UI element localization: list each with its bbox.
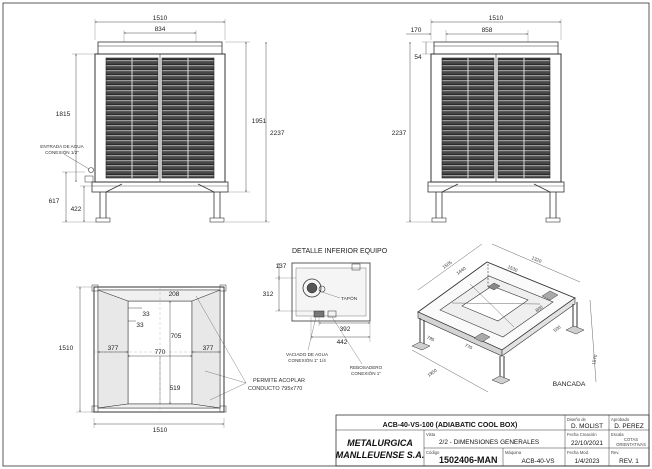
top-770-dim: 770	[155, 349, 166, 356]
overflow-note-line2: CONEXIÓN 1"	[351, 370, 381, 376]
escala-label: Escala	[611, 432, 624, 437]
diseno-label: Diseño de	[567, 417, 587, 422]
front-base-height-dim: 422	[71, 206, 82, 213]
aprobado-value: D. PEREZ	[614, 423, 644, 430]
front-total-height-dim: 2237	[270, 130, 285, 137]
side-view: 1510 170 858 54 2237	[392, 15, 565, 223]
iso-dim-7: 795	[426, 335, 435, 343]
top-view: 208 33 33 705 377 770 377 1510 519 1510 …	[59, 284, 305, 434]
overflow-note-line1: REBOSADERO	[350, 365, 383, 370]
water-inlet-note-line1: ENTRADA DE AGUA	[40, 144, 84, 149]
iso-dim-4: 800	[535, 304, 544, 313]
fecha-creacion-value: 22/10/2021	[571, 440, 603, 447]
iso-dim-9: 1570	[591, 354, 598, 365]
isometric-base-view: 1505 1320 1530 1440 800 500 770 795 1950…	[411, 243, 598, 393]
front-view: ENTRADA DE AGUA CONEXIÓN 1/2" 1510 834 1…	[40, 15, 285, 223]
aprobado-label: Aprobado	[611, 417, 630, 422]
side-total-height-dim: 2237	[392, 130, 407, 137]
top-width-dim: 1510	[153, 427, 168, 434]
fecha-creacion-label: Fecha Creación	[567, 432, 597, 437]
rev-label: Rev.	[611, 450, 619, 455]
top-left-377-dim: 377	[108, 345, 119, 352]
side-top-height-dim: 54	[414, 54, 422, 61]
iso-dim-5: 500	[553, 324, 562, 333]
iso-dim-2: 1530	[507, 264, 519, 273]
detail-392-dim: 392	[340, 326, 351, 333]
escala-value-line1: COTAS	[624, 437, 638, 442]
diseno-value: D. MOLIST	[571, 423, 603, 430]
duct-note-line1: PERMITE ACOPLAR	[253, 378, 305, 384]
company-line2: MANLLEUENSE S.A.	[336, 450, 425, 460]
top-right-377-dim: 377	[203, 345, 214, 352]
detail-view: DETALLE INFERIOR EQUIPO TAPÓN 137 312 39…	[263, 248, 388, 376]
top-depth-dim: 1510	[59, 345, 74, 352]
maquina-label: Máquina	[505, 450, 522, 455]
front-body-height-dim: 1951	[252, 118, 267, 125]
fecha-mod-value: 1/4/2023	[575, 458, 600, 465]
iso-dim-1: 1320	[531, 255, 543, 264]
rev-value: REV. 1	[619, 458, 639, 465]
top-33a-dim: 33	[142, 311, 150, 318]
company-line1: METALURGICA	[347, 438, 413, 448]
detail-312-dim: 312	[263, 291, 274, 298]
top-208-dim: 208	[169, 291, 180, 298]
duct-note-line2: CONDUCTO 795x770	[248, 386, 302, 392]
iso-dim-8: 1950	[427, 368, 439, 378]
codigo-label: Código	[426, 450, 440, 455]
side-width-dim: 1510	[489, 15, 504, 22]
drain-note-line1: VACIADO DE AGUA	[286, 352, 329, 357]
title-block: ACB-40-VS-100 (ADIABATIC COOL BOX) Diseñ…	[335, 414, 650, 467]
detail-title: DETALLE INFERIOR EQUIPO	[292, 248, 388, 255]
fecha-mod-label: Fecha Mod.	[567, 450, 589, 455]
iso-dim-3: 1440	[456, 266, 468, 276]
iso-caption: BANCADA	[553, 381, 586, 388]
water-inlet-note-line2: CONEXIÓN 1/2"	[45, 149, 79, 155]
front-panel-height-dim: 1815	[56, 111, 71, 118]
detail-442-dim: 442	[337, 339, 348, 346]
tapon-label: TAPÓN	[341, 295, 358, 302]
iso-dim-6: 770	[464, 343, 473, 351]
front-width-dim: 1510	[153, 15, 168, 22]
iso-dim-0: 1505	[442, 260, 454, 270]
top-519-dim: 519	[170, 385, 181, 392]
vista-value: 2/2 - DIMENSIONES GENERALES	[439, 439, 539, 446]
drain-note-line2: CONEXIÓN 1" 1/4	[288, 357, 326, 363]
title-block-title: ACB-40-VS-100 (ADIABATIC COOL BOX)	[383, 422, 518, 429]
side-inlet-width-dim: 858	[482, 27, 493, 34]
escala-value-line2: ORIENTATIVAS	[616, 442, 646, 447]
vista-label: Vista	[426, 432, 436, 437]
top-33b-dim: 33	[136, 322, 144, 329]
codigo-value: 1502406-MAN	[439, 455, 498, 465]
maquina-value: ACB-40-VS	[521, 458, 554, 465]
front-inlet-width-dim: 834	[155, 26, 166, 33]
side-offset-dim: 170	[411, 27, 422, 34]
detail-137-dim: 137	[276, 263, 287, 270]
front-inlet-height-dim: 617	[49, 198, 60, 205]
top-705-dim: 705	[171, 333, 182, 340]
